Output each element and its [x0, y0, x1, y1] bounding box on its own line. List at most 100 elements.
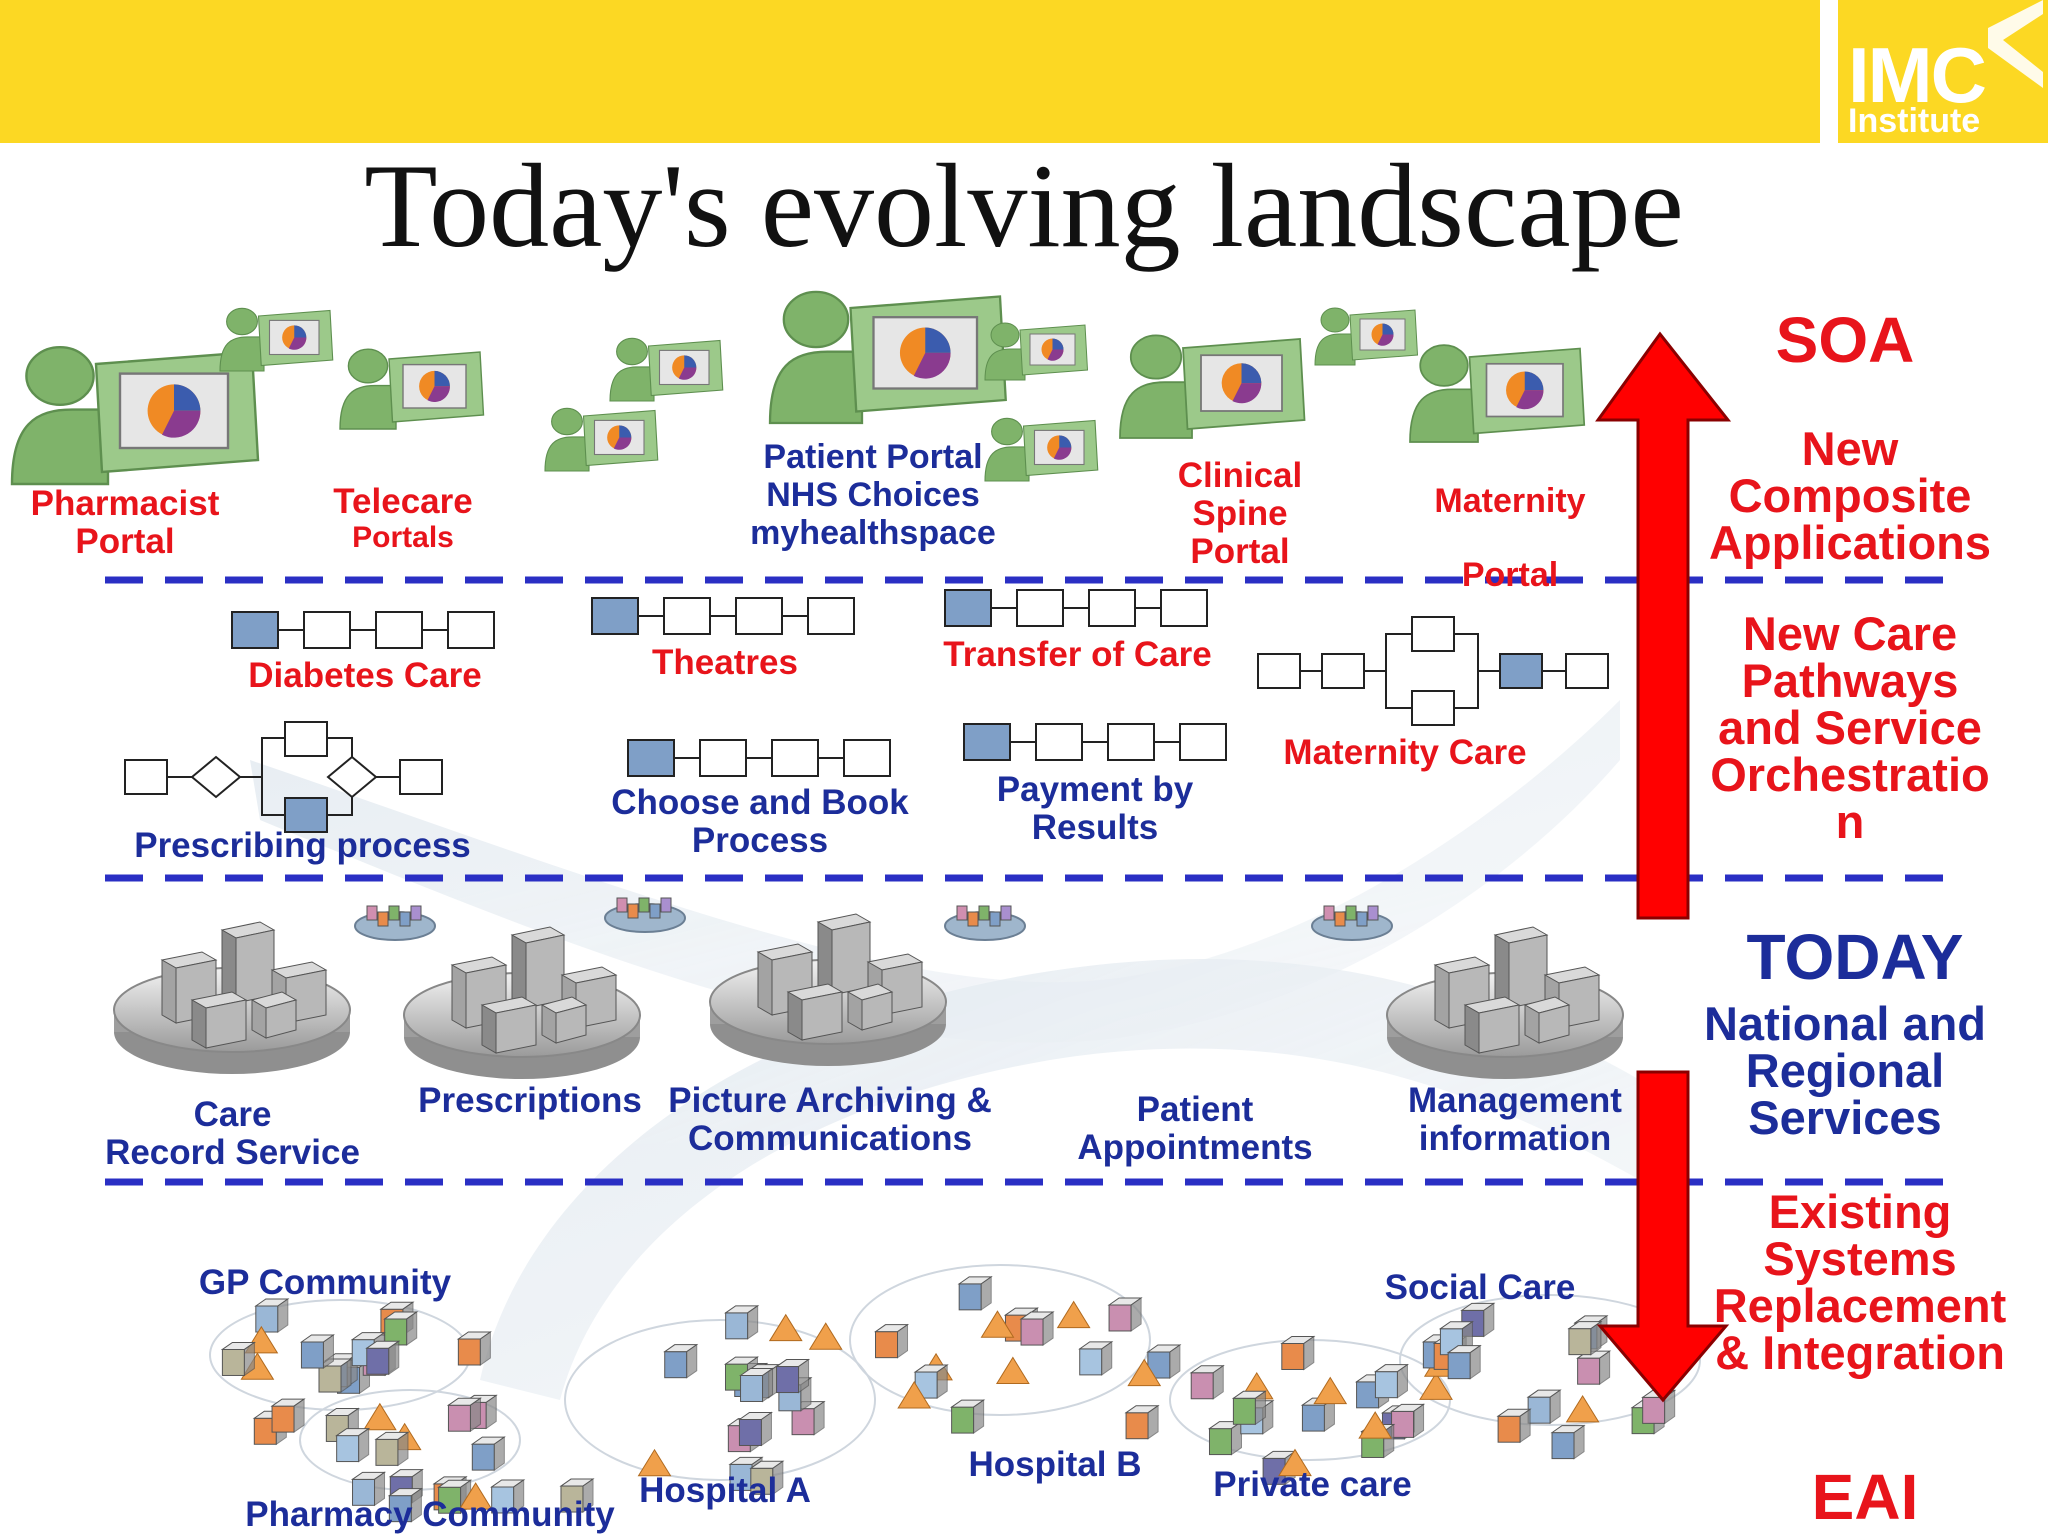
care-record-disk — [113, 921, 351, 1074]
legacy-system-block — [995, 1356, 1030, 1384]
pharmacist-portal-icon — [10, 346, 260, 486]
layer-separators — [105, 576, 1965, 1186]
legacy-system-block — [559, 1478, 595, 1513]
legacy-system-block — [374, 1431, 410, 1467]
legacy-system-block — [1107, 1297, 1143, 1332]
mini-service-hub — [604, 897, 686, 933]
legacy-system-block — [490, 1478, 526, 1514]
legacy-system-block — [1189, 1364, 1225, 1400]
legacy-system-block — [335, 1427, 371, 1463]
diabetes-care-flow — [231, 611, 495, 649]
legacy-system-block — [362, 1402, 397, 1431]
small-portal-icon — [609, 337, 724, 402]
legacy-system-block — [299, 1334, 336, 1369]
pharmacy-community-label: Pharmacy Community — [245, 1495, 615, 1534]
legacy-system-block — [470, 1436, 506, 1472]
pacs-disk — [709, 913, 947, 1066]
social-care-label: Social Care — [1384, 1268, 1576, 1307]
legacy-system-block — [1313, 1376, 1348, 1405]
legacy-system-block — [724, 1304, 760, 1340]
legacy-system-block — [456, 1331, 492, 1366]
soa-label: SOA — [1775, 304, 1915, 376]
legacy-system-block — [1231, 1390, 1267, 1426]
legacy-system-block — [1056, 1300, 1091, 1329]
picture-archiving-label: Picture Archiving &Communications — [668, 1081, 992, 1158]
legacy-system-block — [1280, 1335, 1316, 1371]
legacy-systems — [209, 1264, 1701, 1523]
legacy-system-block — [980, 1310, 1015, 1338]
maternity-care-flow — [1257, 616, 1609, 726]
prescribing-process-label: Prescribing process — [134, 826, 471, 865]
legacy-system-block — [774, 1358, 811, 1394]
background-swoosh — [250, 700, 1640, 1400]
eai-label: EAI — [1811, 1461, 1919, 1533]
top-banner — [0, 0, 1820, 143]
small-portal-icon — [544, 407, 659, 472]
legacy-system-block — [1389, 1403, 1426, 1439]
process-flow-icons — [124, 589, 1609, 833]
maternity-care-label: Maternity Care — [1283, 733, 1527, 772]
small-portal-icon — [219, 307, 334, 372]
legacy-system-block — [637, 1448, 672, 1477]
legacy-system-block — [365, 1340, 401, 1376]
legacy-system-block — [808, 1322, 843, 1350]
legacy-system-block — [768, 1313, 803, 1342]
legacy-system-block — [1550, 1424, 1586, 1460]
legacy-system-block — [1567, 1320, 1603, 1356]
imc-logo — [1838, 0, 2048, 143]
clinical-portal-icon — [1119, 334, 1306, 439]
legacy-system-block — [663, 1343, 699, 1379]
mini-service-hub — [354, 905, 436, 941]
legacy-system-block — [1078, 1340, 1114, 1376]
legacy-system-block — [957, 1275, 993, 1311]
legacy-system-block — [254, 1298, 290, 1333]
patient-portal-icon — [768, 290, 1007, 425]
hospital-a-label: Hospital A — [639, 1471, 811, 1510]
management-disk — [1386, 926, 1624, 1079]
prescribing-flow — [124, 721, 443, 833]
legacy-system-block — [383, 1310, 419, 1346]
legacy-system-block — [738, 1367, 775, 1403]
today-label: TODAY — [1746, 921, 1964, 993]
legacy-system-block — [1526, 1389, 1562, 1425]
logo-text: IMC — [1848, 31, 1987, 119]
eai-down-arrow — [1596, 1070, 1730, 1403]
hospital-b-label: Hospital B — [968, 1445, 1142, 1484]
legacy-system-block — [270, 1398, 306, 1434]
theatres-label: Theatres — [652, 643, 798, 682]
service-disks — [113, 897, 1624, 1079]
legacy-system-block — [220, 1341, 256, 1377]
prescriptions-label: Prescriptions — [418, 1081, 642, 1120]
legacy-system-block — [1496, 1408, 1532, 1444]
legacy-system-block — [1576, 1350, 1612, 1386]
payment-by-results-flow — [963, 723, 1227, 761]
legacy-system-block — [1419, 1372, 1453, 1400]
logo-subtext: Institute — [1848, 102, 1981, 140]
legacy-system-block — [749, 1460, 785, 1496]
theatres-flow — [591, 597, 855, 635]
mini-service-hub — [1311, 905, 1393, 941]
mini-service-hub — [944, 905, 1026, 941]
maternity-portal-icon — [1409, 344, 1586, 443]
legacy-system-block — [1438, 1320, 1475, 1356]
prescriptions-disk — [403, 926, 641, 1079]
legacy-system-block — [1446, 1344, 1482, 1380]
diabetes-care-label: Diabetes Care — [248, 656, 482, 695]
legacy-system-block — [350, 1471, 387, 1507]
legacy-system-block — [950, 1399, 986, 1435]
system-cluster-ring — [1399, 1294, 1701, 1426]
legacy-system-block — [1127, 1358, 1162, 1387]
legacy-system-block — [1278, 1448, 1312, 1477]
